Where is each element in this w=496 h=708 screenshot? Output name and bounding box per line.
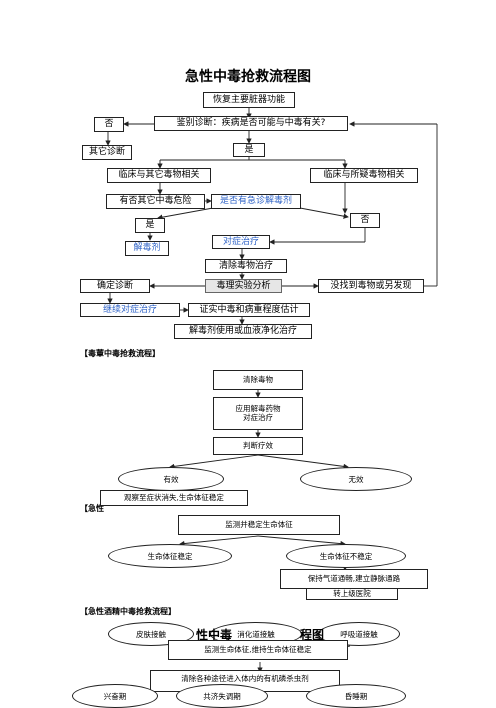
no-box-2: 否	[350, 213, 380, 228]
toxicology-box: 毒理实验分析	[205, 279, 282, 293]
pesticide-remove-box: 清除毒物	[213, 370, 303, 390]
has-antidote-box: 是否有急诊解毒剂	[211, 194, 301, 209]
overlay-title-right: 程图	[300, 628, 325, 642]
overlay-title-left: 性中毒	[196, 628, 233, 642]
effective-oval: 有效	[118, 467, 224, 491]
other-diagnosis-box: 其它诊断	[82, 145, 132, 160]
symptomatic-box: 对症治疗	[212, 235, 270, 249]
other-poison-danger-box: 有否其它中毒危险	[106, 194, 205, 209]
no-box-1: 否	[94, 117, 124, 132]
confirm-severity-box: 证实中毒和病重程度估计	[188, 303, 310, 317]
ineffective-oval: 无效	[300, 467, 412, 491]
symptomatic-text: 对症治疗	[243, 412, 273, 422]
judge-effect-box: 判断疗效	[213, 437, 303, 455]
section-label-gas: 【急性	[80, 504, 104, 513]
clinical-suspected-box: 临床与所疑毒物相关	[310, 168, 418, 183]
excited-oval: 兴奋期	[72, 684, 158, 708]
antidote-purification-box: 解毒剂使用或血液净化治疗	[174, 324, 312, 339]
antidote-box: 解毒剂	[125, 241, 169, 256]
ataxia-oval: 共济失调期	[176, 684, 268, 708]
alcohol-monitor-box: 监测生命体征,维持生命体征稳定	[168, 640, 348, 660]
unstable-oval: 生命体征不稳定	[286, 544, 406, 568]
yes-box-1: 是	[233, 143, 265, 157]
respiratory-contact-oval: 呼吸道接触	[318, 622, 400, 646]
continue-symptomatic-box: 继续对症治疗	[80, 303, 180, 317]
apply-antidote-text: 应用解毒药物	[235, 403, 281, 413]
pesticide-antidote-box: 应用解毒药物 对症治疗	[213, 397, 303, 430]
airway-box: 保持气道通畅,建立静脉通路	[280, 569, 428, 589]
not-found-box: 没找到毒物或另发现	[318, 279, 424, 293]
gas-monitor-box: 监测并稳定生命体征	[178, 515, 340, 535]
stable-oval: 生命体征稳定	[108, 544, 232, 568]
observe-box: 观察至症状消失,生命体征稳定	[100, 490, 248, 506]
clinical-other-poison-box: 临床与其它毒物相关	[107, 168, 211, 183]
section-label-pesticide: 【毒蕈中毒抢救流程】	[80, 349, 160, 358]
coma-oval: 昏睡期	[306, 684, 406, 708]
differential-box: 鉴别诊断：疾病是否可能与中毒有关?	[154, 116, 348, 131]
confirm-diagnosis-box: 确定诊断	[80, 279, 150, 293]
restore-function-box: 恢复主要脏器功能	[203, 92, 295, 108]
page-title: 急性中毒抢救流程图	[185, 69, 311, 85]
yes-box-2: 是	[135, 218, 165, 233]
remove-poison-box: 清除毒物治疗	[205, 259, 287, 273]
section-label-alcohol: 【急性酒精中毒抢救流程】	[80, 607, 176, 616]
